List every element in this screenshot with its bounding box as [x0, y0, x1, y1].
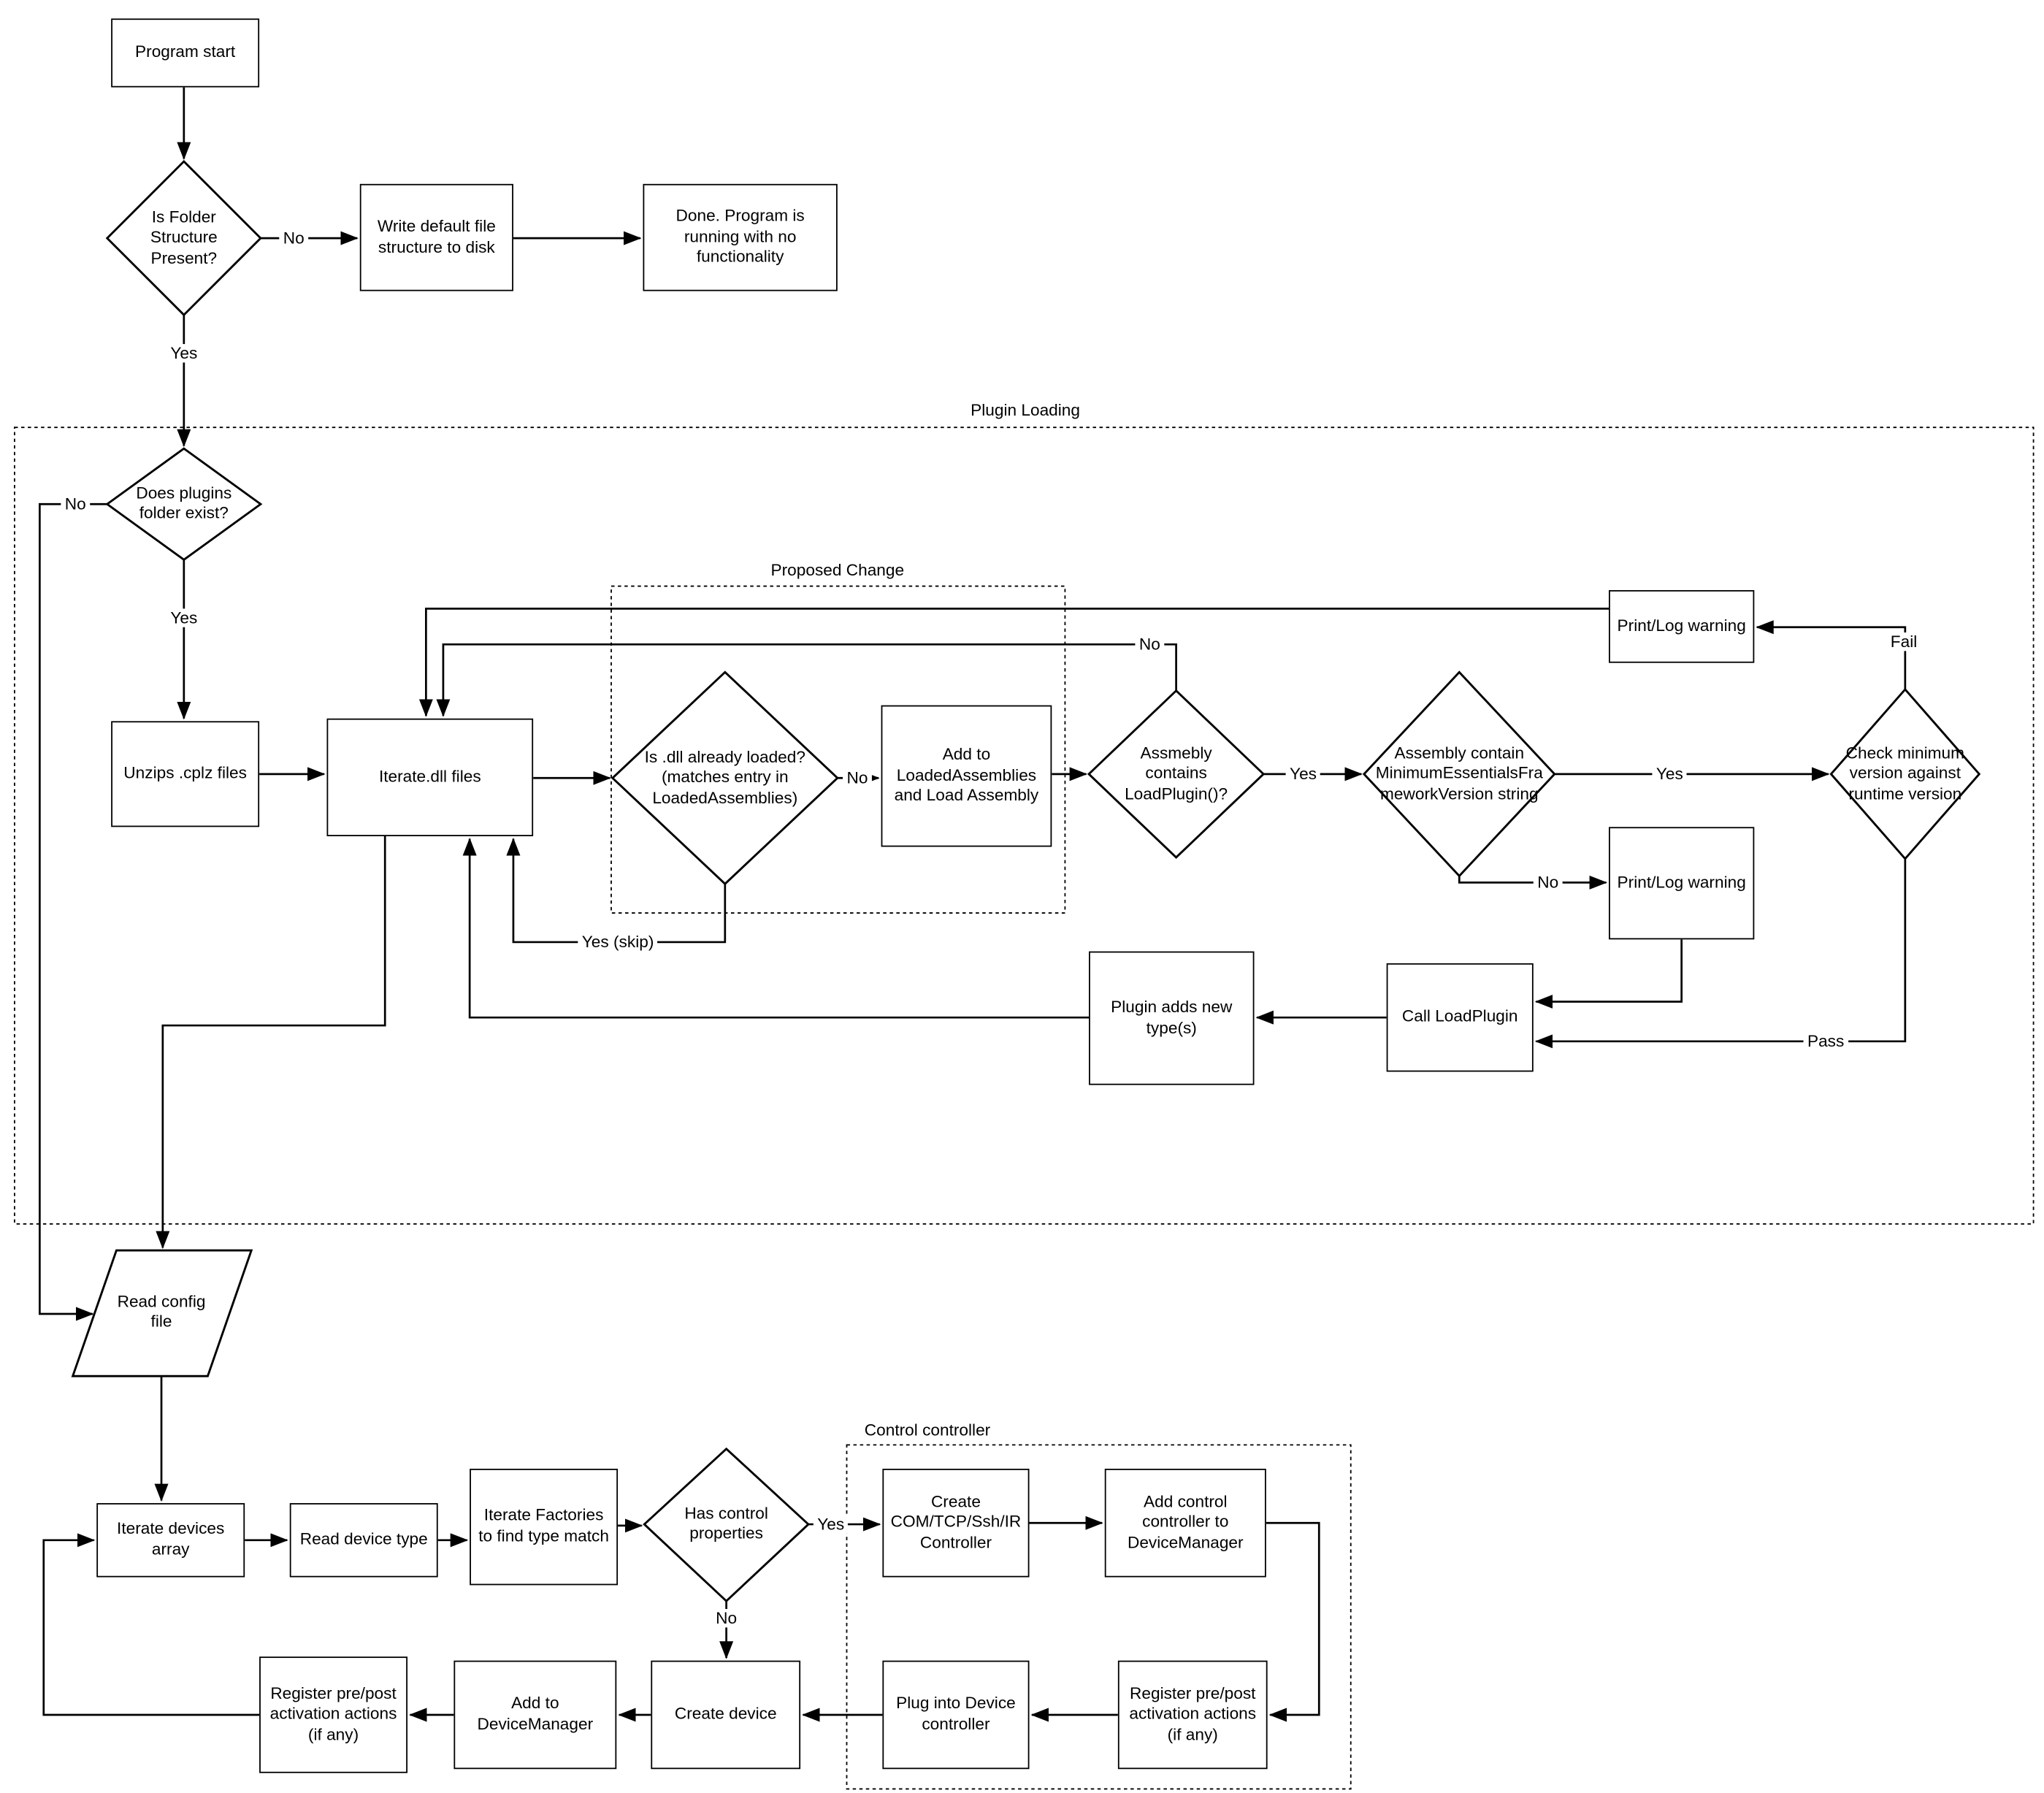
node-read-config-file-label: Read config file [117, 1292, 206, 1331]
proposed-change-region-label: Proposed Change [770, 561, 905, 580]
io-read-config-file [71, 1249, 253, 1377]
diamond-folder-structure [105, 159, 262, 317]
node-plugins-folder-label: Does plugins folder exist? [136, 483, 232, 523]
node-plug-into-device-controller: Plug into Device controller [882, 1660, 1030, 1770]
node-plugin-adds-new-types: Plugin adds new type(s) [1089, 951, 1255, 1085]
node-iterate-dll-files: Iterate.dll files [326, 718, 534, 836]
edge-adds-types-to-iterate-dll [462, 837, 1090, 1019]
diamond-plugins-folder [105, 447, 263, 562]
node-iterate-factories: Iterate Factories to find type match [470, 1468, 619, 1586]
node-folder-structure-label: Is Folder Structure Present? [150, 207, 218, 267]
edge-label-check-pass: Pass [1803, 1032, 1848, 1051]
edge-register-left-to-iterate-devices [42, 1533, 260, 1716]
edge-label-folder-yes: Yes [166, 344, 202, 363]
node-check-version-label: Check minimum version against runtime ve… [1845, 743, 1965, 803]
diamond-dll-loaded [610, 670, 839, 886]
node-unzips-cplz-files: Unzips .cplz files [111, 721, 260, 827]
edge-warning-bottom-to-call-loadplugin [1534, 939, 1683, 1009]
node-dll-loaded-label: Is .dll already loaded? (matches entry i… [644, 747, 805, 807]
node-create-com-tcp-ssh-ir: Create COM/TCP/Ssh/IR Controller [882, 1468, 1030, 1578]
node-contains-loadplugin-label: Assmebly contains LoadPlugin()? [1125, 743, 1228, 803]
node-iterate-devices-array: Iterate devices array [96, 1503, 245, 1578]
node-print-log-warning-bottom: Print/Log warning [1609, 827, 1755, 940]
edge-label-loaded-no: No [843, 768, 872, 787]
node-print-log-warning-top: Print/Log warning [1609, 590, 1755, 663]
edge-plugins-no-to-read-config [38, 502, 107, 1321]
node-has-control-properties-label: Has control properties [684, 1504, 768, 1543]
node-done-no-functionality: Done. Program is running with no functio… [643, 183, 838, 291]
node-program-start: Program start [111, 18, 260, 88]
node-register-pre-post-left: Register pre/post activation actions (if… [259, 1656, 408, 1773]
node-register-pre-post-right: Register pre/post activation actions (if… [1117, 1660, 1268, 1770]
edge-warning-top-to-iterate-dll [418, 608, 1609, 717]
control-controller-region-label: Control controller [864, 1421, 991, 1440]
edge-label-minversion-no: No [1533, 873, 1563, 892]
node-min-version-string-label: Assembly contain MinimumEssentialsFramew… [1375, 743, 1543, 803]
node-write-default-file-structure: Write default file structure to disk [359, 183, 513, 291]
edge-label-plugins-yes: Yes [166, 608, 202, 627]
edge-label-loadplugin-no: No [1135, 635, 1165, 654]
edge-label-loadplugin-yes: Yes [1285, 765, 1321, 784]
edge-label-folder-no: No [279, 229, 309, 248]
control-controller-region [846, 1444, 1352, 1790]
diamond-contains-loadplugin [1087, 689, 1266, 859]
proposed-change-region [610, 585, 1066, 914]
edge-label-minversion-yes: Yes [1652, 765, 1688, 784]
diamond-has-control-properties [643, 1447, 811, 1603]
edge-version-pass-to-call-loadplugin [1534, 858, 1907, 1049]
plugin-loading-region [14, 427, 2035, 1225]
edge-iterate-dll-to-read-config [156, 836, 386, 1250]
diamond-min-version-string [1362, 670, 1556, 878]
edge-label-control-no: No [711, 1609, 741, 1628]
edge-label-control-yes: Yes [813, 1515, 849, 1534]
edge-add-controller-to-register-right [1266, 1521, 1320, 1722]
edge-label-check-fail: Fail [1886, 632, 1921, 651]
edge-label-plugins-no: No [61, 494, 91, 513]
node-read-device-type: Read device type [289, 1503, 438, 1578]
diamond-check-version [1829, 687, 1981, 860]
node-add-control-controller: Add control controller to DeviceManager [1104, 1468, 1266, 1578]
plugin-loading-region-label: Plugin Loading [971, 400, 1080, 420]
node-call-loadplugin: Call LoadPlugin [1386, 963, 1534, 1072]
node-create-device: Create device [651, 1660, 801, 1770]
node-add-to-device-manager: Add to DeviceManager [453, 1660, 617, 1770]
node-add-to-loaded-assemblies: Add to LoadedAssemblies and Load Assembl… [881, 705, 1052, 847]
edge-version-fail-to-warning [1756, 620, 1907, 689]
edge-loadplugin-no-to-iterate-dll [436, 643, 1177, 717]
edge-label-loaded-yes-skip: Yes (skip) [578, 933, 658, 952]
